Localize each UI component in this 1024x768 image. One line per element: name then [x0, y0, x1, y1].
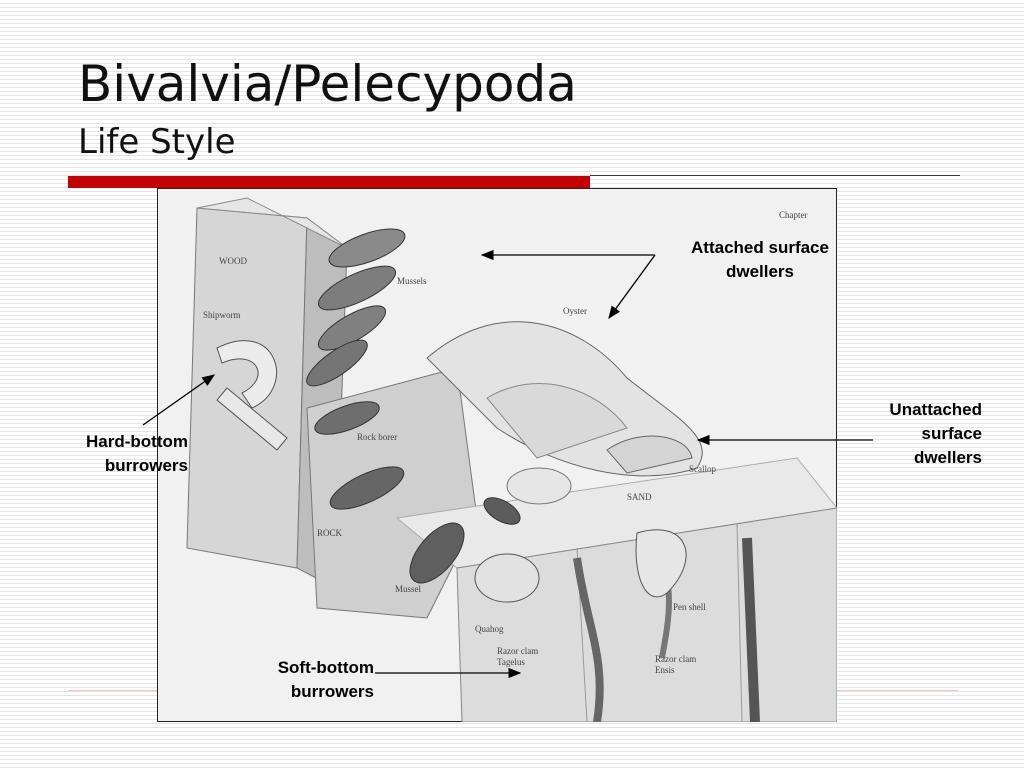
- figure-label-wood: WOOD: [219, 256, 247, 266]
- figure-label-razor-clam-2: Razor clam: [655, 654, 696, 664]
- figure-label-rock-borer: Rock borer: [357, 432, 397, 442]
- figure-label-scallop: Scallop: [689, 464, 716, 474]
- figure-label-pen-shell: Pen shell: [673, 602, 706, 612]
- figure-label-razor-clam-2-genus: Ensis: [655, 665, 675, 675]
- callout-attached-surface-dwellers: Attached surface dwellers: [691, 238, 829, 281]
- figure-label-chapter: Chapter: [779, 210, 808, 220]
- title-rule-thick: [68, 176, 590, 188]
- arrow-attached-oyster: [608, 254, 656, 320]
- figure-label-razor-clam-1-genus: Tagelus: [497, 657, 525, 667]
- title-rule-thin: [590, 175, 960, 176]
- callout-unattached-surface-dwellers: Unattached surface dwellers: [889, 400, 982, 467]
- figure-label-rock: ROCK: [317, 528, 343, 538]
- callout-hard-bottom-burrowers: Hard-bottom burrowers: [86, 432, 188, 475]
- figure-label-sand: SAND: [627, 492, 652, 502]
- figure-label-quahog: Quahog: [475, 624, 504, 634]
- bivalve-habitat-illustration: Chapter WOOD Shipworm Mussels Oyster Roc…: [157, 188, 837, 722]
- figure-label-mussels: Mussels: [397, 276, 427, 286]
- slide-subtitle: Life Style: [78, 122, 236, 162]
- figure-label-shipworm: Shipworm: [203, 310, 241, 320]
- callout-soft-bottom-burrowers: Soft-bottom burrowers: [277, 658, 374, 701]
- arrow-hard-bottom: [142, 374, 216, 426]
- figure-label-razor-clam-1: Razor clam: [497, 646, 538, 656]
- slide-title: Bivalvia/Pelecypoda: [78, 55, 577, 113]
- figure-label-mussel: Mussel: [395, 584, 422, 594]
- habitat-drawing: Chapter WOOD Shipworm Mussels Oyster Roc…: [157, 188, 837, 722]
- figure-label-oyster: Oyster: [563, 306, 587, 316]
